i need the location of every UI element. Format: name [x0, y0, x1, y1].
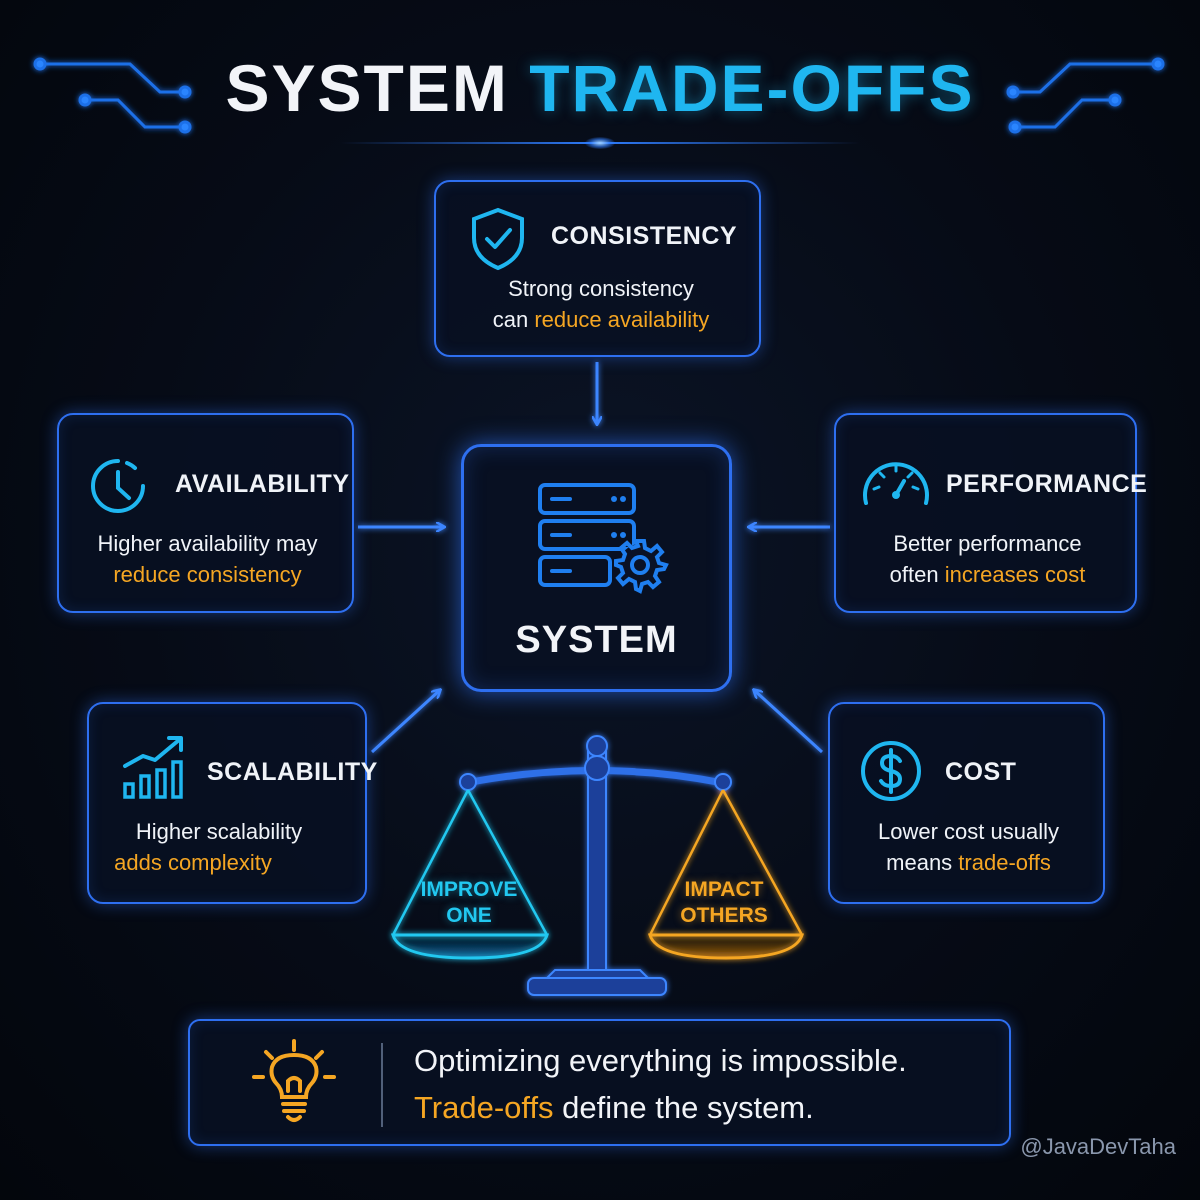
circuit-left-decoration	[33, 57, 192, 134]
impact-line1: IMPACT	[684, 878, 764, 901]
availability-description: Higher availability may reduce consisten…	[69, 528, 346, 590]
availability-line1: Higher availability may	[97, 531, 318, 556]
takeaway-note: Optimizing everything is impossible. Tra…	[188, 1019, 1011, 1146]
improve-line2: ONE	[446, 904, 492, 927]
impact-others-label: IMPACT OTHERS	[654, 877, 794, 929]
consistency-line2-plain: can	[492, 307, 535, 332]
performance-description: Better performance often increases cost	[846, 528, 1129, 590]
clock-icon	[91, 459, 145, 513]
circuit-right-decoration	[1006, 57, 1165, 134]
consistency-title: CONSISTENCY	[551, 222, 738, 250]
impact-line2: OTHERS	[680, 904, 768, 927]
consistency-card: CONSISTENCY Strong consistency can reduc…	[434, 180, 761, 357]
performance-title: PERFORMANCE	[946, 470, 1148, 498]
performance-line2-highlight: increases cost	[944, 562, 1086, 587]
note-line2-rest: define the system.	[553, 1090, 814, 1125]
consistency-line2-highlight: reduce availability	[534, 307, 710, 332]
shield-check-icon	[472, 207, 524, 271]
availability-title: AVAILABILITY	[175, 470, 350, 498]
scalability-title: SCALABILITY	[207, 758, 378, 786]
title-part-system: SYSTEM	[225, 51, 509, 125]
scalability-card: SCALABILITY Higher scalability adds comp…	[87, 702, 377, 904]
performance-line2-plain: often	[889, 562, 945, 587]
cost-line2-highlight: trade-offs	[958, 850, 1051, 875]
page-title: SYSTEM TRADE-OFFS	[0, 50, 1200, 126]
cost-line1: Lower cost usually	[878, 819, 1059, 844]
server-gear-icon	[538, 483, 669, 594]
dollar-icon	[861, 741, 921, 801]
improve-one-label: IMPROVE ONE	[399, 877, 539, 929]
availability-line2-highlight: reduce consistency	[113, 562, 302, 587]
balance-scale-icon	[390, 735, 805, 996]
consistency-line1: Strong consistency	[508, 276, 694, 301]
arrow-cost-to-system	[754, 690, 824, 754]
title-part-trade-offs: TRADE-OFFS	[529, 51, 975, 125]
note-line2-highlight: Trade-offs	[414, 1090, 554, 1125]
cost-line2-plain: means	[886, 850, 959, 875]
cost-title: COST	[945, 758, 1017, 786]
availability-card: AVAILABILITY Higher availability may red…	[57, 413, 354, 613]
author-watermark: @JavaDevTaha	[1020, 1134, 1176, 1159]
system-hub: SYSTEM	[461, 444, 732, 692]
system-label: SYSTEM	[515, 619, 678, 661]
note-divider	[381, 1043, 383, 1127]
lightbulb-icon	[252, 1039, 336, 1122]
cost-description: Lower cost usually means trade-offs	[840, 816, 1097, 878]
title-underline-glow	[585, 137, 615, 149]
performance-card: PERFORMANCE Better performance often inc…	[834, 413, 1147, 613]
performance-line1: Better performance	[893, 531, 1082, 556]
scalability-line2-highlight: adds complexity	[114, 850, 272, 875]
improve-line1: IMPROVE	[420, 878, 518, 901]
speedometer-icon	[863, 462, 929, 505]
scalability-line1: Higher scalability	[135, 819, 303, 844]
consistency-description: Strong consistency can reduce availabili…	[456, 273, 746, 335]
cost-card: COST Lower cost usually means trade-offs	[828, 702, 1105, 904]
growth-chart-icon	[123, 736, 183, 799]
arrow-scalability-to-system	[370, 690, 440, 754]
note-line2: Trade-offs define the system.	[414, 1090, 814, 1126]
scalability-description: Higher scalability adds complexity	[89, 816, 349, 878]
note-line1: Optimizing everything is impossible.	[414, 1043, 907, 1078]
